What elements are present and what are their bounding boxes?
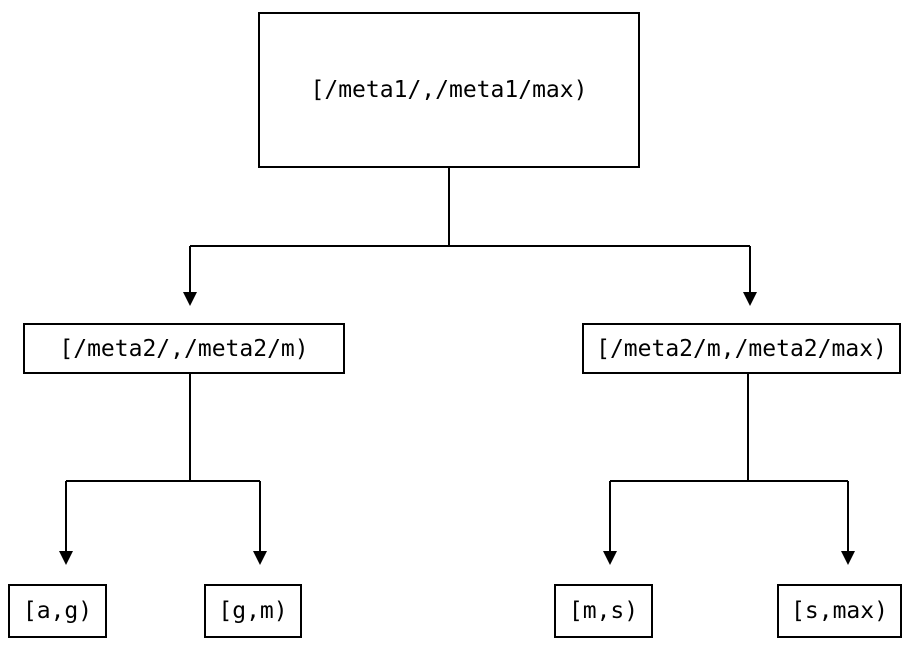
tree-node-right-child: [/meta2/m,/meta2/max) <box>582 323 901 374</box>
tree-leaf-a-g: [a,g) <box>8 584 107 638</box>
arrow-down-icon <box>183 292 197 306</box>
edge-root-to-children <box>189 168 751 293</box>
tree-leaf-g-m: [g,m) <box>204 584 302 638</box>
arrow-down-icon <box>59 551 73 565</box>
tree-leaf-m-s: [m,s) <box>554 584 653 638</box>
edge-right-to-leaves <box>609 374 849 552</box>
arrow-down-icon <box>603 551 617 565</box>
arrow-down-icon <box>841 551 855 565</box>
edge-left-to-leaves <box>65 374 261 552</box>
arrow-down-icon <box>743 292 757 306</box>
arrow-down-icon <box>253 551 267 565</box>
tree-leaf-s-max: [s,max) <box>777 584 902 638</box>
tree-node-left-child: [/meta2/,/meta2/m) <box>23 323 345 374</box>
tree-node-root: [/meta1/,/meta1/max) <box>258 12 640 168</box>
